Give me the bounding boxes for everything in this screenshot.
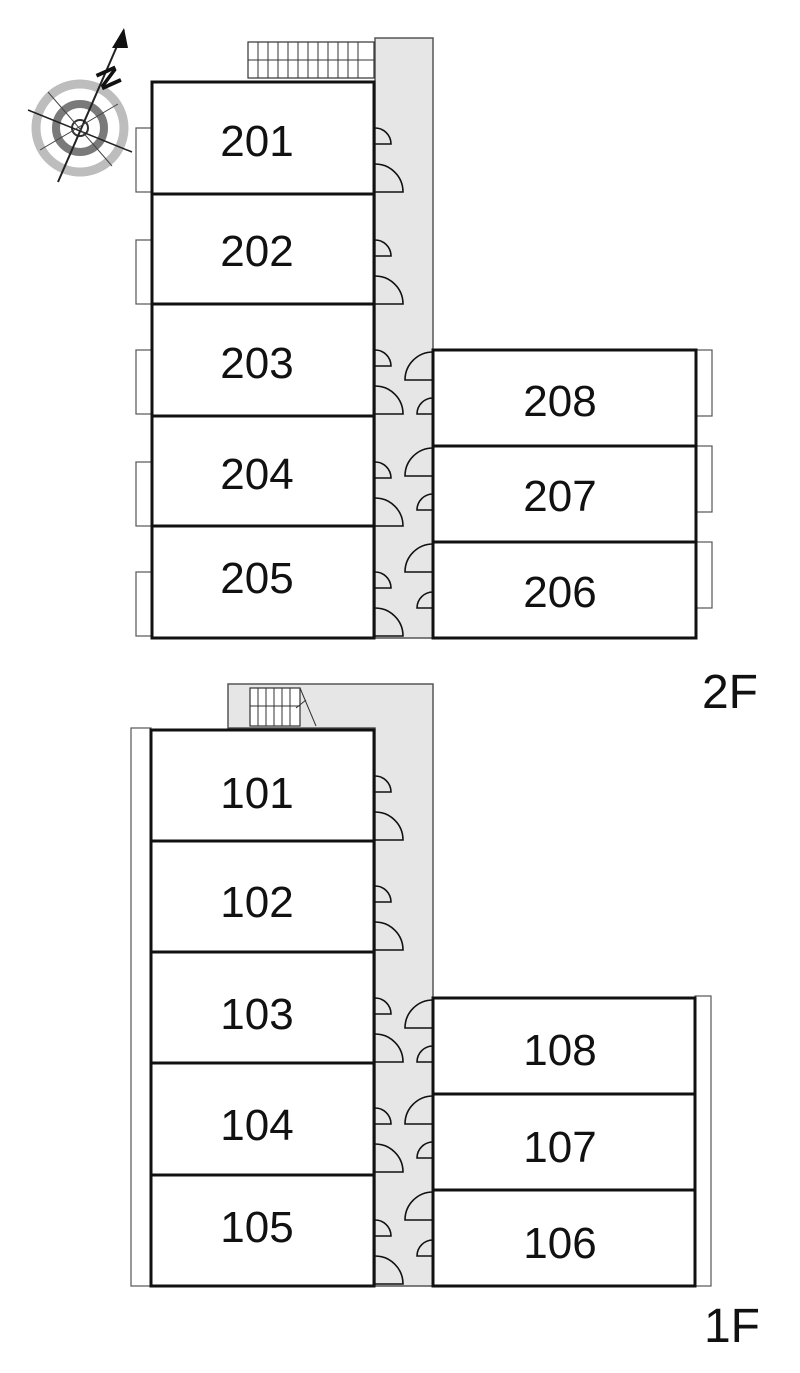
room-107 xyxy=(431,1092,697,1192)
room-103 xyxy=(149,950,376,1065)
room-label: 103 xyxy=(220,990,293,1039)
east-balconies-2f xyxy=(695,349,713,609)
compass-diag-b xyxy=(47,91,113,167)
room-label: 105 xyxy=(220,1203,293,1252)
room-label: 107 xyxy=(523,1123,596,1172)
room-204 xyxy=(150,414,376,528)
room-202 xyxy=(150,192,376,306)
floor-2f: 201 202 203 204 205 208 207 206 2F xyxy=(135,37,758,719)
stair-treads-2f xyxy=(248,42,374,78)
compass-needle xyxy=(57,29,125,183)
room-201 xyxy=(150,80,376,196)
room-208 xyxy=(431,348,698,448)
east-balconies-1f xyxy=(694,995,712,1287)
compass-ring-inner xyxy=(52,100,108,156)
room-203 xyxy=(150,302,376,418)
room-label: 201 xyxy=(220,117,293,166)
doors-west-1f xyxy=(374,775,404,1285)
room-101 xyxy=(149,728,376,843)
doors-west-2f xyxy=(374,127,404,637)
east-rooms-1f xyxy=(431,996,697,1288)
room-label: 108 xyxy=(523,1026,596,1075)
room-206 xyxy=(431,540,698,640)
compass-cross xyxy=(27,109,133,153)
east-rooms-2f xyxy=(431,348,698,640)
west-balconies-2f xyxy=(135,127,153,637)
compass-diag-a xyxy=(39,103,119,151)
corridor-2f xyxy=(374,37,434,639)
floor-label-1f: 1F xyxy=(704,1300,760,1353)
room-label: 202 xyxy=(220,227,293,276)
west-rooms-2f xyxy=(150,80,376,640)
west-balconies-1f xyxy=(130,727,152,1287)
floor-label-2f: 2F xyxy=(702,666,758,719)
room-label: 102 xyxy=(220,878,293,927)
room-105 xyxy=(149,1173,376,1288)
room-label: 208 xyxy=(523,377,596,426)
floor-1f: 101 102 103 104 105 108 107 106 1F xyxy=(130,683,760,1353)
room-label: 206 xyxy=(523,568,596,617)
room-label: 104 xyxy=(220,1101,293,1150)
west-rooms-1f xyxy=(149,728,376,1288)
room-label: 101 xyxy=(220,769,293,818)
room-label: 106 xyxy=(523,1219,596,1268)
stair-treads-1f xyxy=(250,687,317,727)
room-label: 207 xyxy=(523,472,596,521)
compass: N xyxy=(27,28,133,183)
north-arrow-icon xyxy=(112,28,128,48)
room-label: 203 xyxy=(220,339,293,388)
room-205 xyxy=(150,524,376,640)
doors-east-2f xyxy=(404,351,434,609)
room-label: 204 xyxy=(220,450,293,499)
room-106 xyxy=(431,1188,697,1288)
doors-east-1f xyxy=(404,999,434,1257)
compass-ring-outer xyxy=(31,79,129,177)
room-label: 205 xyxy=(220,554,293,603)
